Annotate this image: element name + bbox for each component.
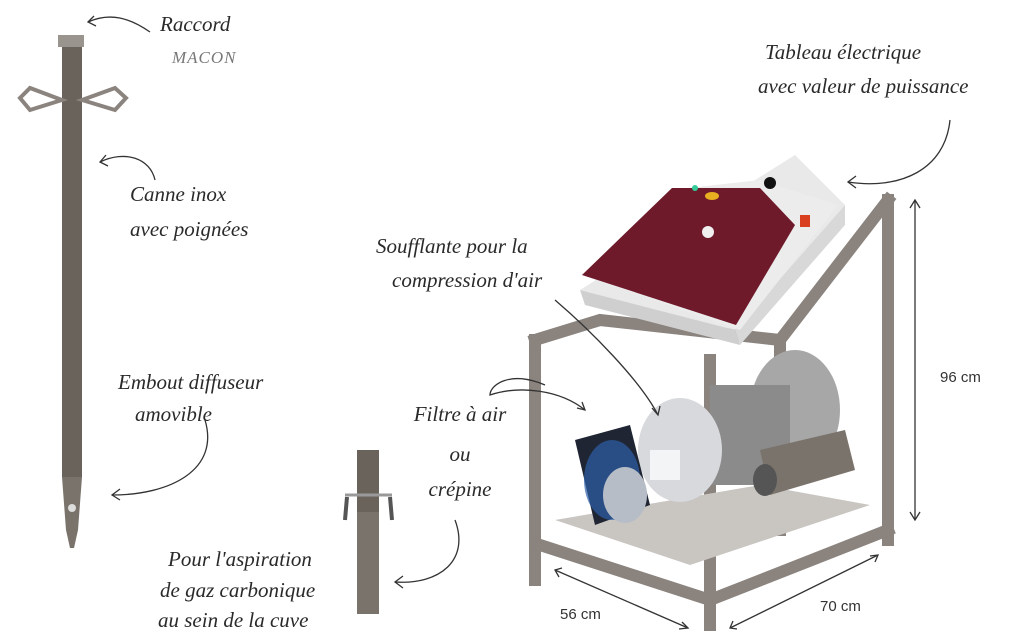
dimension-depth: 56 cm xyxy=(560,606,601,623)
blower xyxy=(638,350,855,502)
label-tableau-line2: avec valeur de puissance xyxy=(758,74,969,98)
label-filtre-line1: Filtre à air xyxy=(413,402,507,426)
label-canne-line1: Canne inox xyxy=(130,182,227,206)
dimension-width: 70 cm xyxy=(820,598,861,615)
label-tableau-line1: Tableau électrique xyxy=(765,40,922,64)
dimension-height: 96 cm xyxy=(940,369,981,386)
handles xyxy=(17,85,129,113)
label-soufflante-line1: Soufflante pour la xyxy=(376,234,528,258)
stainless-rod xyxy=(58,35,84,548)
label-filtre-line2: ou xyxy=(449,442,471,466)
label-aspiration-line1: Pour l'aspiration xyxy=(168,547,312,571)
label-macon: MACON xyxy=(172,48,237,67)
label-aspiration-line2: de gaz carbonique xyxy=(160,578,316,602)
strainer xyxy=(343,450,394,614)
label-aspiration-line3: au sein de la cuve xyxy=(158,608,309,632)
annotation-arrows xyxy=(86,15,951,630)
electrical-box xyxy=(580,155,845,345)
label-embout-line2: amovible xyxy=(135,402,212,426)
label-raccord: Raccord xyxy=(160,12,231,36)
label-canne-line2: avec poignées xyxy=(130,217,249,241)
air-filter xyxy=(575,425,650,525)
label-filtre-line3: crépine xyxy=(428,477,492,501)
label-soufflante-line2: compression d'air xyxy=(392,268,543,292)
bottom-shelf xyxy=(555,485,870,565)
label-embout-line1: Embout diffuseur xyxy=(118,370,264,394)
